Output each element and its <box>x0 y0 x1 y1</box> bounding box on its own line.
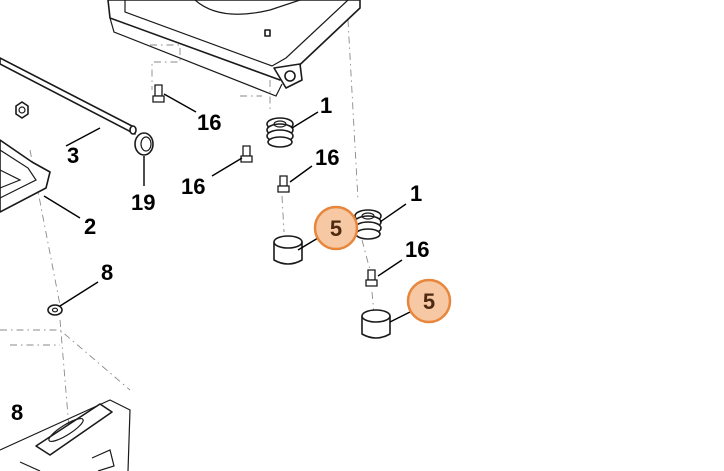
label-bolt-left: 16 <box>181 174 205 199</box>
label-plate: 2 <box>84 214 96 239</box>
chassis-plate <box>107 0 361 97</box>
label-bolt-right: 16 <box>405 237 429 262</box>
label-bottom-left: 8 <box>11 400 23 425</box>
nut-top-left <box>15 101 29 119</box>
label-cap-lower: 5 <box>423 289 435 314</box>
label-washer: 8 <box>101 260 113 285</box>
leader-lines <box>43 93 411 323</box>
assembly-guides <box>0 19 375 441</box>
label-cap-upper: 5 <box>330 216 342 241</box>
label-clip: 19 <box>131 190 155 215</box>
left-plate <box>0 139 51 213</box>
bottom-frame <box>0 399 131 471</box>
cap-lower <box>361 309 391 339</box>
label-bolt-top: 16 <box>197 110 221 135</box>
clip-ring <box>134 132 154 156</box>
cap-upper <box>273 235 303 265</box>
highlight-circle-cap-upper <box>313 205 359 251</box>
label-spring-upper: 1 <box>320 93 332 118</box>
bolt-mid <box>277 175 290 193</box>
bar-rod <box>0 57 137 135</box>
bolt-right <box>365 269 378 287</box>
label-bolt-mid: 16 <box>315 145 339 170</box>
bolt-top <box>152 84 165 103</box>
bolt-left <box>240 145 253 163</box>
label-bar: 3 <box>67 143 79 168</box>
washer <box>47 304 63 316</box>
spring-upper <box>266 117 294 148</box>
label-spring-lower: 1 <box>410 181 422 206</box>
highlight-circle-cap-lower <box>406 278 452 324</box>
spring-lower <box>354 209 382 240</box>
